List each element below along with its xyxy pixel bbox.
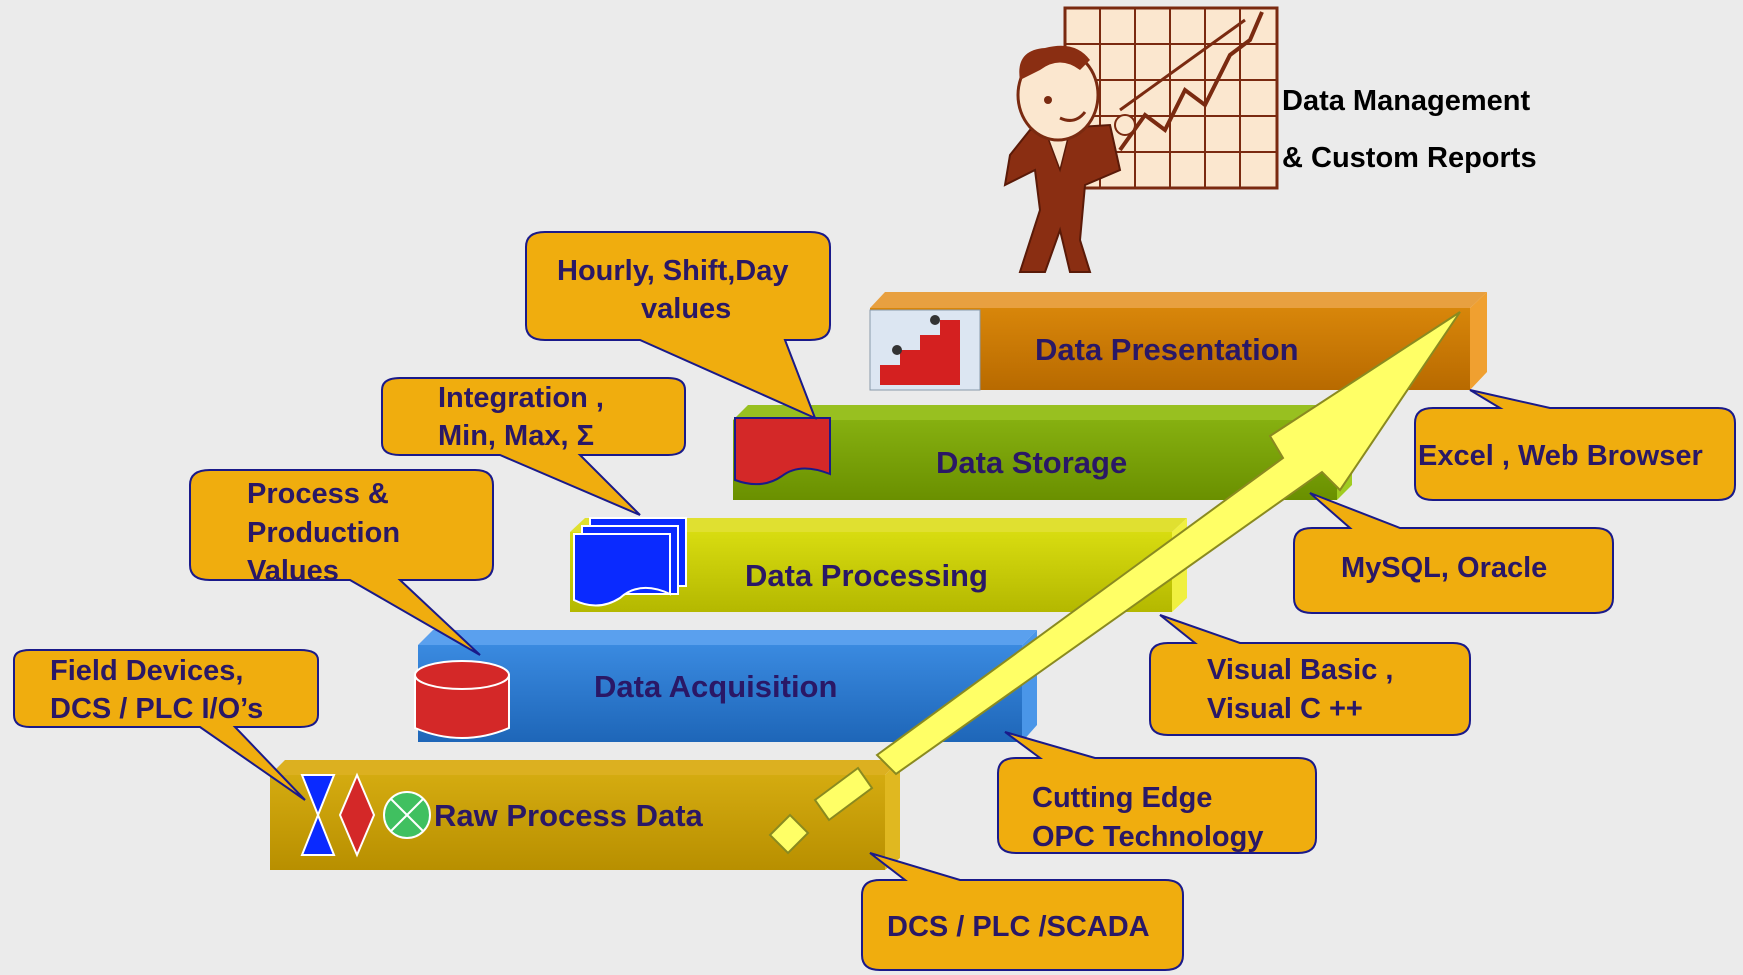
callout-field-line-2: DCS / PLC I/O’s <box>50 693 263 725</box>
diamond-icon <box>338 772 376 858</box>
layer-label-raw: Raw Process Data <box>434 798 704 833</box>
documents-stack-icon <box>573 517 687 607</box>
callout-integration-line-1: Integration , <box>438 382 604 414</box>
callout-process-line-1: Process & <box>247 478 389 510</box>
presenter-with-chart-clipart <box>1003 6 1279 273</box>
callout-vb-line-2: Visual C ++ <box>1207 693 1363 725</box>
stairs-growth-picture <box>869 309 981 391</box>
callout-excel-web: Excel , Web Browser <box>1414 389 1736 501</box>
growth-arrow <box>768 311 1461 855</box>
callout-process-production: Process & Production Values <box>189 469 494 656</box>
callout-db-line-1: MySQL, Oracle <box>1341 552 1547 584</box>
layer-label-storage: Data Storage <box>936 445 1127 480</box>
callout-field-devices: Field Devices, DCS / PLC I/O’s <box>13 649 319 801</box>
callout-opc-technology: Cutting Edge OPC Technology <box>997 731 1317 854</box>
document-icon <box>734 417 831 486</box>
callout-hourly-line-2: values <box>641 293 731 325</box>
callout-hourly-line-1: Hourly, Shift,Day <box>557 255 789 287</box>
callout-opc-line-1: Cutting Edge <box>1032 782 1212 814</box>
header-line-2: & Custom Reports <box>1282 142 1537 174</box>
callout-vb-line-1: Visual Basic , <box>1207 654 1393 686</box>
layer-data-processing: Data Processing <box>570 517 1187 612</box>
header-line-1: Data Management <box>1282 85 1531 117</box>
callout-visual-basic: Visual Basic , Visual C ++ <box>1149 614 1471 736</box>
layer-data-presentation: Data Presentation <box>869 292 1487 391</box>
callout-excel-line-1: Excel , Web Browser <box>1418 440 1703 472</box>
callout-integration: Integration , Min, Max, Σ <box>381 377 686 516</box>
callout-dcs-plc-scada: DCS / PLC /SCADA <box>861 852 1184 971</box>
layer-raw-process-data: Raw Process Data <box>270 760 900 870</box>
callout-dcs-line-1: DCS / PLC /SCADA <box>887 911 1150 943</box>
callout-field-line-1: Field Devices, <box>50 655 243 687</box>
callout-hourly-values: Hourly, Shift,Day values <box>525 231 831 420</box>
callout-process-line-3: Values <box>247 555 339 587</box>
valve-icon <box>383 791 431 839</box>
layer-label-processing: Data Processing <box>745 558 988 593</box>
database-cylinder-icon <box>414 660 510 739</box>
callout-integration-line-2: Min, Max, Σ <box>438 420 594 452</box>
callout-process-line-2: Production <box>247 517 400 549</box>
callout-database: MySQL, Oracle <box>1293 492 1614 614</box>
callout-opc-line-2: OPC Technology <box>1032 821 1263 853</box>
hourglass-icon <box>300 774 336 856</box>
layer-label-acquisition: Data Acquisition <box>594 669 837 704</box>
layer-label-presentation: Data Presentation <box>1035 332 1299 367</box>
